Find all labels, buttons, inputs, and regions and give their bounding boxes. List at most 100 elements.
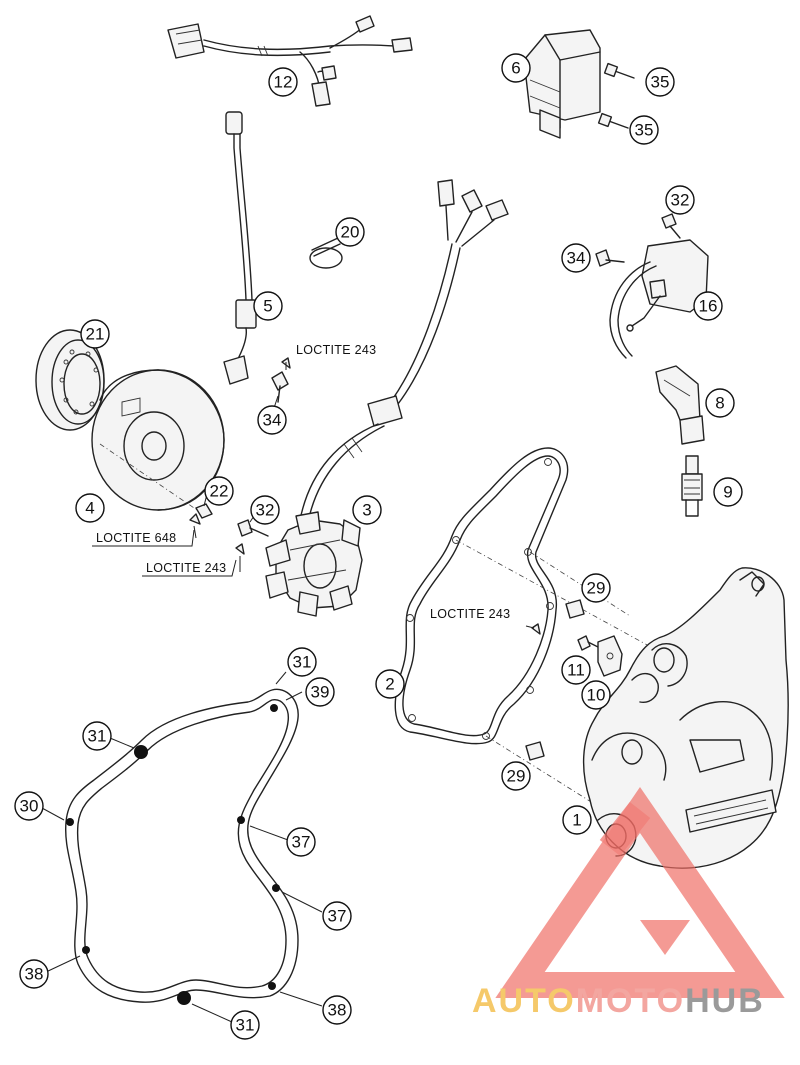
flywheel-nut-22-part xyxy=(189,503,213,525)
callout-20: 20 xyxy=(335,217,365,247)
bolt-32-stator-part xyxy=(235,519,269,555)
svg-text:29: 29 xyxy=(507,767,526,786)
spark-plug-cap-part xyxy=(655,365,705,445)
svg-text:AUTOMOTOHUB: AUTOMOTOHUB xyxy=(472,982,765,1020)
svg-text:30: 30 xyxy=(20,797,39,816)
callout-22: 22 xyxy=(204,476,234,506)
svg-text:16: 16 xyxy=(699,297,718,316)
svg-text:32: 32 xyxy=(256,501,275,520)
svg-text:35: 35 xyxy=(651,73,670,92)
svg-text:4: 4 xyxy=(85,499,94,518)
svg-text:LOCTITE 243: LOCTITE 243 xyxy=(430,607,510,621)
watermark-text: AUTOMOTOHUB xyxy=(472,982,765,1020)
callout-31a: 31 xyxy=(287,647,317,677)
watermark-logo xyxy=(495,787,785,998)
callout-31c: 31 xyxy=(230,1010,260,1040)
svg-text:22: 22 xyxy=(210,482,229,501)
svg-text:5: 5 xyxy=(263,297,272,316)
callout-16: 16 xyxy=(693,291,723,321)
callout-10: 10 xyxy=(581,680,611,710)
loctite-243-gasket-note: LOCTITE 243 xyxy=(430,607,510,621)
wiring-harness-part xyxy=(167,15,413,107)
svg-text:32: 32 xyxy=(671,191,690,210)
bolt-bracket-part xyxy=(531,623,623,677)
flywheel-nut-part xyxy=(35,329,105,431)
coil-bolts-part xyxy=(595,213,681,267)
callout-35a: 35 xyxy=(645,67,675,97)
svg-text:21: 21 xyxy=(86,325,105,344)
callout-11: 11 xyxy=(561,655,591,685)
callout-37b: 37 xyxy=(322,901,352,931)
leader-lines xyxy=(41,362,535,1023)
flywheel-rotor-part xyxy=(91,369,225,513)
cdi-bolts-part xyxy=(597,62,635,129)
callout-38a: 38 xyxy=(19,959,49,989)
svg-text:1: 1 xyxy=(572,811,581,830)
callout-5: 5 xyxy=(253,291,283,321)
callout-35b: 35 xyxy=(629,115,659,145)
loctite-648-note: LOCTITE 648 xyxy=(92,529,195,547)
ignition-cover-part xyxy=(582,567,789,869)
watermark-auto: AUTO xyxy=(472,982,576,1020)
callout-8: 8 xyxy=(705,388,735,418)
svg-text:LOCTITE 243: LOCTITE 243 xyxy=(146,561,226,575)
bolt-34-part xyxy=(271,357,291,403)
svg-text:12: 12 xyxy=(274,73,293,92)
svg-text:38: 38 xyxy=(25,965,44,984)
callout-3: 3 xyxy=(352,495,382,525)
svg-text:3: 3 xyxy=(362,501,371,520)
watermark-moto: MOTO xyxy=(576,982,685,1020)
callout-1: 1 xyxy=(562,805,592,835)
svg-text:29: 29 xyxy=(587,579,606,598)
cable-tie-part xyxy=(309,237,343,269)
callout-4: 4 xyxy=(75,493,105,523)
callout-6: 6 xyxy=(501,53,531,83)
svg-text:35: 35 xyxy=(635,121,654,140)
callout-34b: 34 xyxy=(257,405,287,435)
spark-plug-part xyxy=(681,455,703,517)
svg-text:31: 31 xyxy=(236,1016,255,1035)
svg-text:38: 38 xyxy=(328,1001,347,1020)
svg-text:34: 34 xyxy=(263,411,282,430)
callout-34a: 34 xyxy=(561,243,591,273)
stator-with-cable-part xyxy=(265,179,509,617)
ignition-cover-gasket-part xyxy=(394,447,661,821)
svg-text:LOCTITE 648: LOCTITE 648 xyxy=(96,531,176,545)
callout-31b: 31 xyxy=(82,721,112,751)
svg-text:6: 6 xyxy=(511,59,520,78)
svg-text:39: 39 xyxy=(311,683,330,702)
large-cover-gasket-part xyxy=(64,688,299,1005)
loctite-243-top-note: LOCTITE 243 xyxy=(296,343,376,357)
callout-39: 39 xyxy=(305,677,335,707)
svg-text:10: 10 xyxy=(587,686,606,705)
dowel-pins-part xyxy=(525,599,585,761)
callout-30: 30 xyxy=(14,791,44,821)
loctite-243-left-note: LOCTITE 243 xyxy=(142,559,237,577)
callout-9: 9 xyxy=(713,477,743,507)
callout-37a: 37 xyxy=(286,827,316,857)
pickup-sensor-cable-part xyxy=(223,111,257,385)
svg-text:37: 37 xyxy=(328,907,347,926)
svg-text:8: 8 xyxy=(715,394,724,413)
ignition-coil-part xyxy=(609,239,709,359)
callout-29a: 29 xyxy=(581,573,611,603)
svg-text:34: 34 xyxy=(567,249,586,268)
svg-text:11: 11 xyxy=(567,661,585,680)
callout-32a: 32 xyxy=(665,185,695,215)
watermark-hub: HUB xyxy=(685,982,765,1020)
svg-text:31: 31 xyxy=(293,653,312,672)
svg-text:9: 9 xyxy=(723,483,732,502)
callout-21: 21 xyxy=(80,319,110,349)
cdi-unit-part xyxy=(523,29,601,139)
callout-2: 2 xyxy=(375,669,405,699)
svg-text:37: 37 xyxy=(292,833,311,852)
callout-29b: 29 xyxy=(501,761,531,791)
callout-12: 12 xyxy=(268,67,298,97)
svg-text:LOCTITE 243: LOCTITE 243 xyxy=(296,343,376,357)
svg-text:20: 20 xyxy=(341,223,360,242)
svg-text:2: 2 xyxy=(385,675,394,694)
callout-38b: 38 xyxy=(322,995,352,1025)
svg-text:31: 31 xyxy=(88,727,107,746)
callout-32b: 32 xyxy=(250,495,280,525)
